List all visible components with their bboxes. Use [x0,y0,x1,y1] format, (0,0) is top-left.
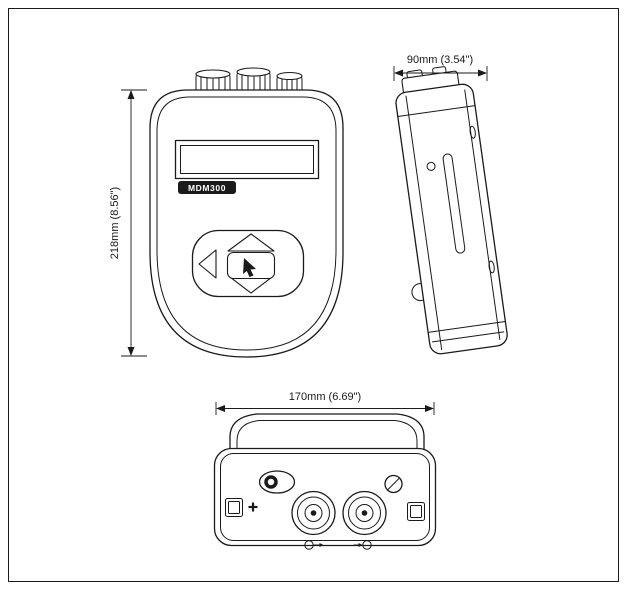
gas-port-right [342,490,387,536]
side-top-seam [397,105,476,118]
gas-out-arrowhead [319,543,324,547]
left-arrow-button [198,249,217,279]
height-dimension-label: 218mm (8.56") [109,187,121,259]
power-connector-oval [258,470,296,494]
side-oval-bottom [488,260,495,274]
cover-square-left-inner [228,501,240,514]
port-inner-ring [355,504,374,522]
front-body-outline [149,89,344,358]
arrowhead-right-icon [425,405,434,412]
bottom-width-dimension-label: 170mm (6.69") [289,391,361,403]
keypad [191,229,305,298]
bottom-view [213,413,437,550]
connector-cap-top [195,69,231,79]
arrowhead-up-icon [127,90,135,99]
model-badge: MDM300 [178,181,236,194]
back-shell-inner [236,420,418,452]
up-arrow-button [227,233,275,252]
bottom-width-dimension: 170mm (6.69") [215,391,435,415]
cover-square-left [225,498,243,517]
connector-cap-middle [236,67,271,95]
display-bezel [174,139,320,180]
gas-in-icon [353,540,372,550]
back-shell-outline [229,413,425,452]
side-slot [442,153,466,254]
cover-square-right [407,502,425,521]
arrowhead-down-icon [127,347,135,356]
side-width-dimension-label: 90mm (3.54") [407,54,473,66]
side-oval-top [469,125,476,139]
port-center-dot [310,510,317,516]
connector-cap-left [195,69,231,95]
screw-outline [384,474,403,494]
bottom-face-outline [213,447,437,547]
gas-out-icon [304,540,324,550]
side-front-edge-line [405,95,443,351]
arrowhead-left-icon [216,405,225,412]
side-base-seam [431,331,505,343]
port-outer-ring [342,490,387,536]
port-mid-ring [348,496,381,530]
gas-in-arrowhead [358,543,363,547]
arrowhead-right-icon [478,69,487,77]
top-connector-caps [195,67,303,95]
display-screen [180,145,314,174]
enter-button-icon [243,258,256,277]
screw-slot [387,478,400,490]
side-width-dimension: 90mm (3.54") [393,54,488,81]
port-outer-ring [291,490,336,536]
bottom-face-inner [220,453,430,541]
side-hole [426,161,436,171]
gas-port-left [291,490,336,536]
front-body-inner-outline [156,96,337,351]
front-height-dimension: 218mm (8.56") [109,89,147,357]
cover-square-right-inner [410,505,422,518]
page-border [8,8,619,582]
gas-out-circle [304,540,314,550]
side-bottom-seam [427,321,506,333]
model-badge-label: MDM300 [188,183,226,193]
side-view [395,66,508,355]
power-connector-pin [264,475,278,489]
model-badge-background [178,181,236,194]
keypad-outline [191,229,305,298]
plus-symbol-icon [248,502,258,512]
power-connector [258,470,296,494]
gas-in-circle [362,540,372,550]
screw-head [384,474,403,494]
front-view: MDM300 [149,67,344,358]
port-center-dot [361,510,368,516]
connector-cap-top [236,67,271,77]
port-mid-ring [297,496,330,530]
port-inner-ring [304,504,323,522]
arrowhead-left-icon [394,69,403,77]
connector-cap-top [276,71,303,81]
